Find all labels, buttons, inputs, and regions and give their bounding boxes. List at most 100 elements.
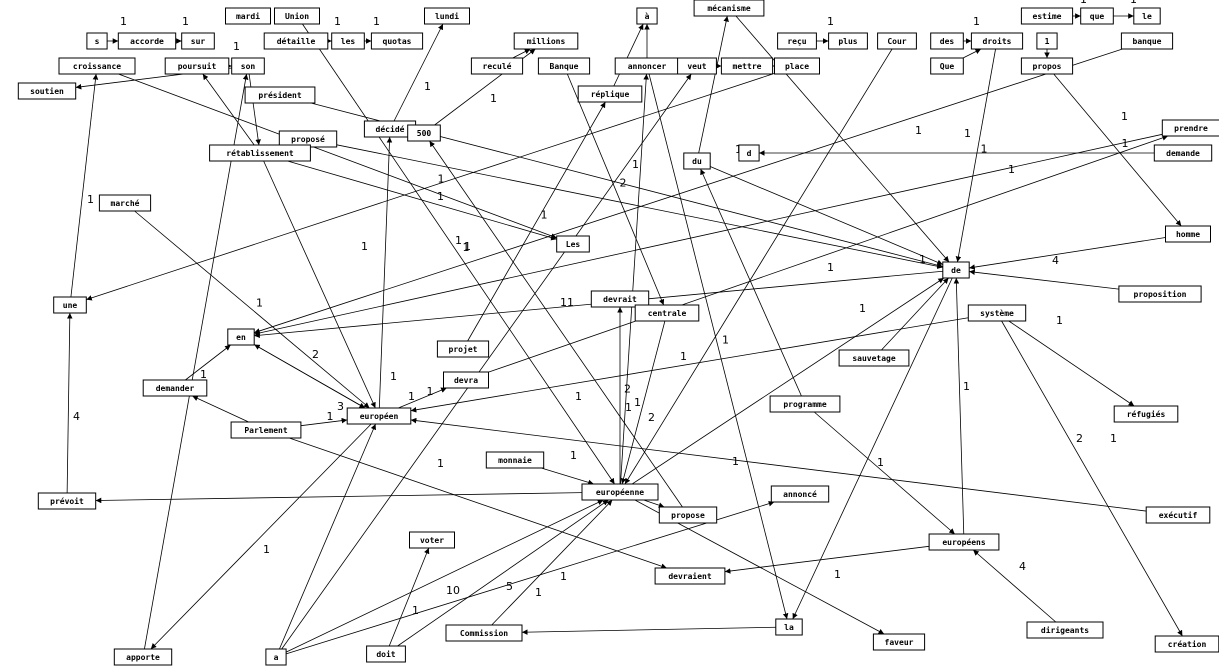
edge-replique-to-a_top (613, 23, 644, 87)
edge-weight-label: 1 (233, 40, 240, 53)
node-box (1153, 144, 1213, 162)
node-box (774, 57, 820, 75)
edge-weight-label: 1 (464, 240, 471, 253)
edge-a_bot-to-europeen (279, 423, 376, 650)
node-box (424, 7, 470, 25)
node-label: Banque (550, 62, 579, 71)
node-voter: voter (409, 531, 455, 549)
node-label: du (692, 157, 702, 166)
edge-weight-label: 1 (437, 190, 444, 203)
node-homme: homme (1165, 225, 1211, 243)
edge-europeen-to-decide (378, 136, 393, 409)
node-propose2: propose (658, 506, 718, 524)
node-mettre: mettre (720, 57, 774, 75)
node-label: à (645, 12, 650, 21)
node-label: Les (566, 240, 581, 249)
node-Commission: Commission (445, 624, 523, 642)
node-poursuit: poursuit (164, 57, 230, 75)
edge-banque-to-en (254, 48, 1123, 334)
node-box (142, 379, 208, 397)
edge-Parlement-to-demander (192, 395, 249, 423)
node-label: demande (1166, 149, 1200, 158)
node-box (775, 618, 803, 636)
edge-devra-to-prendre (488, 135, 1169, 373)
node-box (1161, 119, 1219, 137)
node-box (230, 421, 302, 439)
edge-propos-to-homme (1053, 73, 1182, 227)
node-sur: sur (181, 32, 215, 50)
node-a_bot: a (265, 648, 287, 666)
edge-weight-label: 1 (1056, 314, 1063, 327)
edge-proposition-to-de (969, 269, 1119, 290)
node-box (346, 407, 412, 425)
edge-recule-to-millions (512, 48, 531, 59)
node-executif: exécutif (1145, 506, 1211, 524)
edge-weight-label: 5 (506, 580, 513, 593)
node-box (1020, 57, 1074, 75)
node-n500: 500 (407, 124, 441, 142)
node-box (1120, 32, 1174, 50)
node-label: faveur (885, 638, 914, 647)
edge-europeen-to-apporte (150, 423, 372, 650)
edge-Banque-to-centrale (566, 73, 665, 306)
edge-weight-label: 1 (412, 604, 419, 617)
node-label: centrale (648, 309, 687, 318)
edge-son-to-retablissement (248, 73, 261, 146)
node-label: droits (983, 36, 1012, 46)
node-box (942, 261, 970, 279)
node-label: soutien (30, 86, 64, 96)
edge-place-to-une (86, 73, 775, 301)
node-label: européenne (596, 487, 644, 497)
node-label: programme (783, 400, 827, 409)
node-box (1165, 225, 1211, 243)
node-box (970, 32, 1024, 50)
node-label: estime (1033, 11, 1062, 21)
node-Les: Les (556, 235, 590, 253)
node-croissance: croissance (58, 57, 136, 75)
node-label: président (258, 90, 302, 100)
node-box (636, 7, 658, 25)
node-annoncer: annoncer (614, 57, 680, 75)
edge-une-to-croissance (70, 73, 99, 298)
node-box (366, 645, 406, 663)
node-label: plus (838, 37, 857, 46)
node-prendre: prendre (1161, 119, 1219, 137)
node-label: les (341, 37, 356, 46)
node-Banque: Banque (537, 57, 591, 75)
edges-layer (66, 13, 1183, 655)
node-faveur: faveur (872, 633, 926, 651)
node-label: place (785, 62, 809, 71)
node-label: annoncé (783, 489, 817, 499)
node-box (738, 144, 760, 162)
node-box (86, 32, 108, 50)
edge-weight-label: 1 (919, 253, 926, 266)
edge-weight-label: 1 (634, 396, 641, 409)
node-box (227, 328, 255, 346)
edge-weight-label: 1 (632, 158, 639, 171)
edge-prevoit-to-une (66, 312, 73, 494)
edge-weight-label: 1 (915, 124, 922, 137)
node-box (443, 371, 489, 389)
node-label: reçu (787, 37, 806, 46)
node-box (577, 85, 643, 103)
node-label: lundi (435, 11, 459, 21)
node-du: du (683, 152, 711, 170)
node-box (1133, 7, 1161, 25)
node-label: de (951, 266, 961, 275)
node-monnaie: monnaie (485, 451, 545, 469)
node-a_top: à (636, 7, 658, 25)
edge-sauvetage-to-de (881, 277, 949, 351)
node-one: 1 (1036, 32, 1058, 50)
edge-decide-to-lundi (393, 23, 444, 122)
node-replique: réplique (577, 85, 643, 103)
node-box (1080, 7, 1114, 25)
node-box (225, 7, 271, 25)
edge-homme-to-de (969, 237, 1166, 270)
node-label: poursuit (178, 61, 217, 71)
node-box (445, 624, 523, 642)
node-marche: marché (98, 194, 152, 212)
edge-weight-label: 10 (446, 584, 460, 597)
edge-weight-label: 1 (877, 456, 884, 469)
node-box (370, 32, 424, 50)
edge-du-to-de (710, 166, 943, 265)
